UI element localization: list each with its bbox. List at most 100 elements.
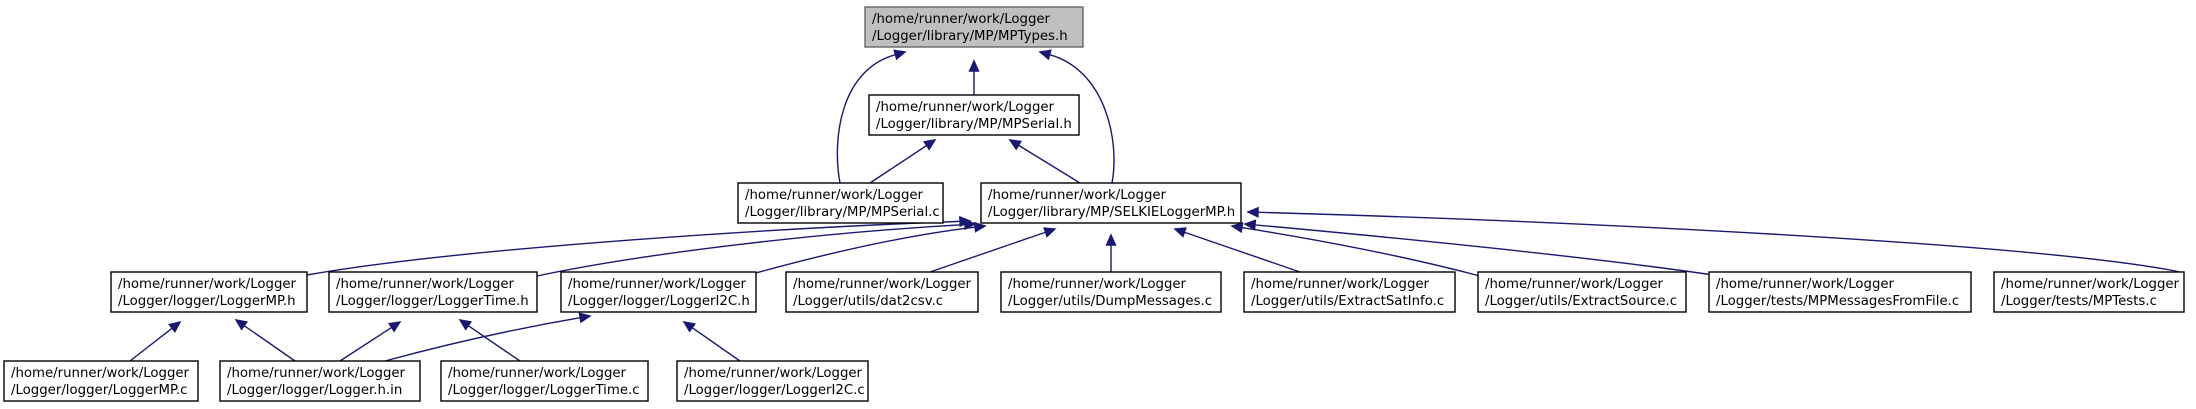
node-label-line1: /home/runner/work/Logger bbox=[872, 12, 1051, 27]
node-label-line2: /Logger/library/MP/MPSerial.c bbox=[745, 205, 940, 220]
arrowhead-icon bbox=[923, 139, 937, 151]
edge-line bbox=[339, 326, 392, 362]
edge-loggermp_h-to-selkieloggermp_h bbox=[306, 215, 972, 276]
edges-layer bbox=[129, 49, 2181, 362]
edge-line bbox=[691, 327, 741, 362]
nodes-layer: /home/runner/work/Logger/Logger/library/… bbox=[3, 6, 2185, 402]
node-box bbox=[219, 360, 421, 402]
node-label-line2: /Logger/logger/LoggerI2C.c bbox=[684, 383, 865, 398]
edge-extractsource_c-to-selkieloggermp_h bbox=[1230, 222, 1481, 277]
arrowhead-icon bbox=[893, 49, 907, 61]
file-node-mptests-c[interactable]: /home/runner/work/Logger/Logger/tests/MP… bbox=[1993, 271, 2185, 313]
arrowhead-icon bbox=[1173, 227, 1187, 238]
node-label-line2: /Logger/logger/Logger.h.in bbox=[227, 383, 402, 398]
edge-line bbox=[129, 327, 173, 362]
node-box bbox=[1477, 271, 1687, 313]
node-label-line1: /home/runner/work/Logger bbox=[336, 277, 515, 292]
file-node-extractsource-c[interactable]: /home/runner/work/Logger/Logger/utils/Ex… bbox=[1477, 271, 1687, 313]
arrowhead-icon bbox=[1230, 222, 1244, 234]
node-box bbox=[440, 360, 649, 402]
arrowhead-icon bbox=[1043, 227, 1057, 238]
node-box bbox=[1000, 271, 1222, 313]
node-label-line1: /home/runner/work/Logger bbox=[988, 188, 1167, 203]
node-box bbox=[737, 182, 944, 224]
node-label-line2: /Logger/utils/ExtractSource.c bbox=[1485, 294, 1677, 309]
file-node-extractsatinfo-c[interactable]: /home/runner/work/Logger/Logger/utils/Ex… bbox=[1243, 271, 1456, 313]
arrowhead-icon bbox=[1243, 219, 1257, 231]
file-node-loggermp-c[interactable]: /home/runner/work/Logger/Logger/logger/L… bbox=[3, 360, 199, 402]
node-box bbox=[110, 271, 308, 313]
node-label-line2: /Logger/logger/LoggerTime.c bbox=[448, 383, 640, 398]
arrowhead-icon bbox=[578, 312, 592, 324]
node-label-line2: /Logger/utils/DumpMessages.c bbox=[1008, 294, 1212, 309]
node-label-line1: /home/runner/work/Logger bbox=[793, 277, 972, 292]
file-node-mptypes-h[interactable]: /home/runner/work/Logger/Logger/library/… bbox=[864, 6, 1084, 48]
file-node-loggeri2c-h[interactable]: /home/runner/work/Logger/Logger/logger/L… bbox=[560, 271, 757, 313]
file-node-loggertime-h[interactable]: /home/runner/work/Logger/Logger/logger/L… bbox=[328, 271, 538, 313]
node-label-line1: /home/runner/work/Logger bbox=[684, 366, 863, 381]
edge-mptests_c-to-selkieloggermp_h bbox=[1246, 206, 2181, 273]
file-node-loggermp-h[interactable]: /home/runner/work/Logger/Logger/logger/L… bbox=[110, 271, 308, 313]
file-node-mpmessagesfromfile-c[interactable]: /home/runner/work/Logger/Logger/tests/MP… bbox=[1708, 271, 1972, 313]
edge-loggertime_c-to-loggertime_h bbox=[458, 319, 521, 362]
node-label-line2: /Logger/utils/ExtractSatInfo.c bbox=[1251, 294, 1444, 309]
edge-logger_h_in-to-loggertime_h bbox=[339, 321, 402, 362]
arrowhead-icon bbox=[973, 221, 987, 233]
node-box bbox=[980, 182, 1242, 224]
edge-mpserial_h-to-mptypes_h bbox=[968, 59, 980, 95]
file-node-loggertime-c[interactable]: /home/runner/work/Logger/Logger/logger/L… bbox=[440, 360, 649, 402]
edge-line bbox=[744, 226, 976, 277]
file-node-loggeri2c-c[interactable]: /home/runner/work/Logger/Logger/logger/L… bbox=[676, 360, 869, 402]
node-label-line2: /Logger/logger/LoggerTime.h bbox=[336, 294, 529, 309]
node-box bbox=[868, 94, 1080, 136]
node-box bbox=[1243, 271, 1456, 313]
edge-selkieloggermp_h-to-mptypes_h bbox=[1038, 49, 1115, 184]
edge-loggeri2c_h-to-selkieloggermp_h bbox=[744, 221, 987, 277]
arrowhead-icon bbox=[1008, 139, 1023, 151]
arrowhead-icon bbox=[168, 320, 182, 333]
node-label-line2: /Logger/tests/MPMessagesFromFile.c bbox=[1716, 294, 1959, 309]
node-box bbox=[1708, 271, 1972, 313]
edge-loggertime_h-to-selkieloggermp_h bbox=[536, 219, 977, 277]
node-label-line2: /Logger/tests/MPTests.c bbox=[2001, 294, 2157, 309]
node-box bbox=[676, 360, 869, 402]
edge-line bbox=[306, 220, 961, 276]
node-label-line1: /home/runner/work/Logger bbox=[568, 277, 747, 292]
edge-line bbox=[384, 317, 581, 362]
edge-line bbox=[836, 53, 896, 184]
node-box bbox=[3, 360, 199, 402]
edge-mpmessagesfromfile_c-to-selkieloggermp_h bbox=[1243, 219, 1721, 277]
node-label-line1: /home/runner/work/Logger bbox=[1485, 277, 1664, 292]
file-node-mpserial-c[interactable]: /home/runner/work/Logger/Logger/library/… bbox=[737, 182, 944, 224]
node-label-line1: /home/runner/work/Logger bbox=[1008, 277, 1187, 292]
node-label-line1: /home/runner/work/Logger bbox=[1251, 277, 1430, 292]
edge-line bbox=[1257, 211, 2181, 273]
file-node-dumpmessages-c[interactable]: /home/runner/work/Logger/Logger/utils/Du… bbox=[1000, 271, 1222, 313]
arrowhead-icon bbox=[388, 321, 402, 333]
edge-loggeri2c_c-to-loggeri2c_h bbox=[682, 321, 741, 362]
edge-line bbox=[1184, 231, 1301, 273]
file-node-dat2csv-c[interactable]: /home/runner/work/Logger/Logger/utils/da… bbox=[785, 271, 979, 313]
node-label-line1: /home/runner/work/Logger bbox=[1716, 277, 1895, 292]
node-label-line2: /Logger/library/MP/MPSerial.h bbox=[876, 117, 1072, 132]
node-label-line1: /home/runner/work/Logger bbox=[745, 188, 924, 203]
node-label-line2: /Logger/library/MP/MPTypes.h bbox=[872, 29, 1068, 44]
node-label-line1: /home/runner/work/Logger bbox=[448, 366, 627, 381]
edge-loggermp_c-to-loggermp_h bbox=[129, 320, 182, 362]
node-label-line2: /Logger/logger/LoggerMP.c bbox=[11, 383, 187, 398]
arrowhead-icon bbox=[968, 59, 980, 72]
file-node-mpserial-h[interactable]: /home/runner/work/Logger/Logger/library/… bbox=[868, 94, 1080, 136]
file-node-selkieloggermp-h[interactable]: /home/runner/work/Logger/Logger/library/… bbox=[980, 182, 1242, 224]
edge-extractsatinfo_c-to-selkieloggermp_h bbox=[1173, 227, 1301, 273]
node-box bbox=[785, 271, 979, 313]
file-node-logger-h-in[interactable]: /home/runner/work/Logger/Logger/logger/L… bbox=[219, 360, 421, 402]
node-label-line1: /home/runner/work/Logger bbox=[227, 366, 406, 381]
edge-dumpmessages_c-to-selkieloggermp_h bbox=[1105, 233, 1117, 272]
edge-line bbox=[467, 325, 521, 362]
arrowhead-icon bbox=[1038, 49, 1052, 61]
edge-logger_h_in-to-loggeri2c_h bbox=[384, 312, 592, 362]
edge-selkieloggermp_h-to-mpserial_h bbox=[1008, 139, 1081, 184]
node-box bbox=[1993, 271, 2185, 313]
node-label-line2: /Logger/logger/LoggerMP.h bbox=[118, 294, 296, 309]
